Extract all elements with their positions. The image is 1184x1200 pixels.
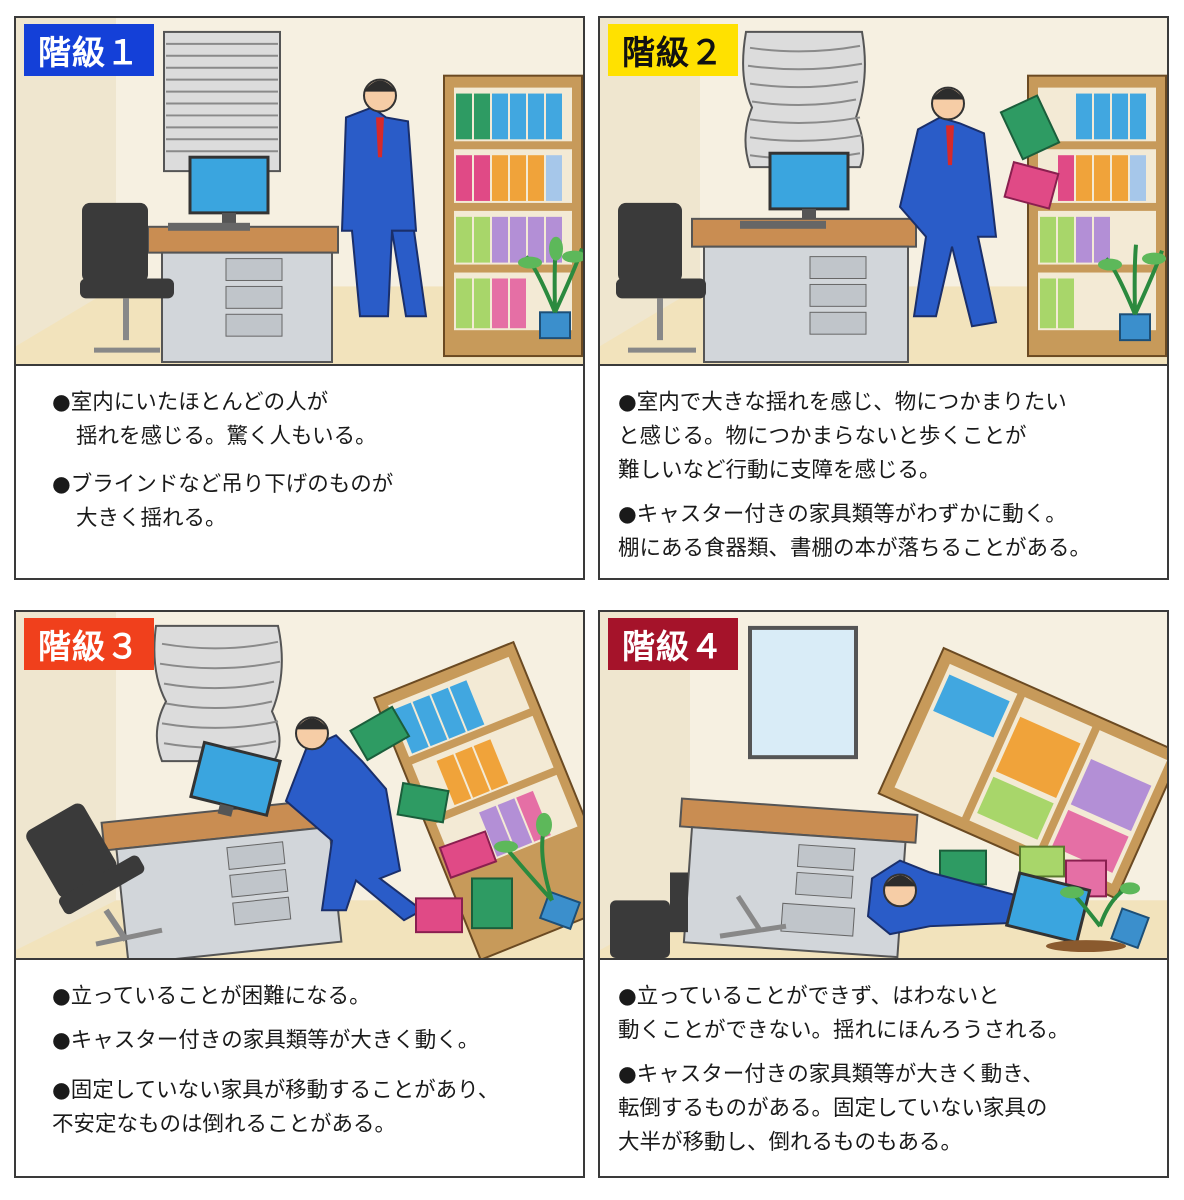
description-bullet: ●キャスター付きの家具類等がわずかに動く。 棚にある食器類、書棚の本が落ちること… — [618, 502, 1092, 561]
level-badge: 階級４ — [608, 618, 738, 670]
level-label: 階級１ — [38, 33, 140, 72]
description-box: ●立っていることができず、はわないと 動くことができない。揺れにほんろうされる。… — [600, 960, 1167, 1176]
description-bullet: ●キャスター付きの家具類等が大きく動く。 — [52, 1028, 480, 1053]
description-bullet: ●固定していない家具が移動することがあり、 不安定なものは倒れることがある。 — [52, 1078, 500, 1137]
panel-level-1: 階級１ ●室内にいたほとんどの人が 揺れを感じる。驚く人もいる。 ●ブラインドな… — [14, 16, 585, 580]
level-badge: 階級１ — [24, 24, 154, 76]
panel-level-3: 階級３ ●立っていることが困難になる。 ●キャスター付きの家具類等が大きく動く。… — [14, 610, 585, 1178]
description-box: ●室内にいたほとんどの人が 揺れを感じる。驚く人もいる。 ●ブラインドなど吊り下… — [16, 366, 583, 578]
description-bullet: ●室内で大きな揺れを感じ、物につかまりたい と感じる。物につかまらないと歩くこと… — [618, 390, 1067, 483]
scene-illustration-level-3 — [16, 612, 583, 960]
scene-illustration-level-4 — [600, 612, 1167, 960]
panel-level-2: 階級２ ●室内で大きな揺れを感じ、物につかまりたい と感じる。物につかまらないと… — [598, 16, 1169, 580]
description-bullet: ●室内にいたほとんどの人が 揺れを感じる。驚く人もいる。 — [52, 390, 377, 449]
description-box: ●立っていることが困難になる。 ●キャスター付きの家具類等が大きく動く。 ●固定… — [16, 960, 583, 1176]
description-bullet: ●ブラインドなど吊り下げのものが 大きく揺れる。 — [52, 472, 394, 531]
level-label: 階級４ — [622, 627, 724, 666]
panel-level-4: 階級４ ●立っていることができず、はわないと 動くことができない。揺れにほんろう… — [598, 610, 1169, 1178]
level-badge: 階級３ — [24, 618, 154, 670]
level-label: 階級３ — [38, 627, 140, 666]
scene-illustration-level-1 — [16, 18, 583, 366]
office-illustration — [16, 612, 583, 958]
level-label: 階級２ — [622, 33, 724, 72]
office-illustration — [600, 612, 1167, 958]
office-illustration — [16, 18, 583, 364]
description-box: ●室内で大きな揺れを感じ、物につかまりたい と感じる。物につかまらないと歩くこと… — [600, 366, 1167, 578]
description-bullet: ●キャスター付きの家具類等が大きく動き、 転倒するものがある。固定していない家具… — [618, 1062, 1048, 1155]
level-badge: 階級２ — [608, 24, 738, 76]
description-bullet: ●立っていることが困難になる。 — [52, 984, 371, 1009]
description-bullet: ●立っていることができず、はわないと 動くことができない。揺れにほんろうされる。 — [618, 984, 1070, 1043]
